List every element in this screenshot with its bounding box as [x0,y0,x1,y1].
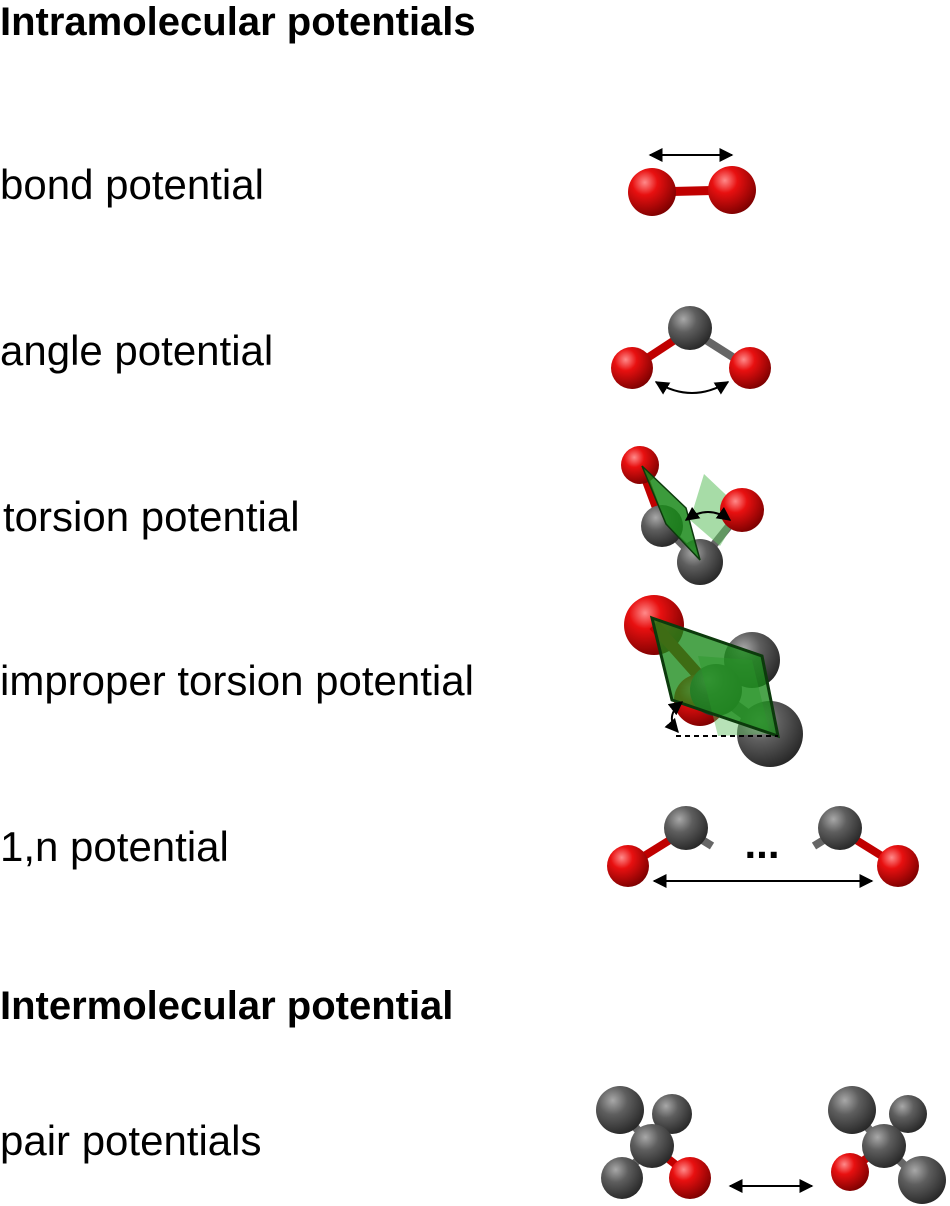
oxygen-atom [708,166,756,214]
angle-arrow [654,381,730,395]
carbon-atom [601,1157,643,1199]
oxygen-atom [611,347,653,389]
torsion-arrow [684,506,732,521]
one-n-molecule: ... [607,806,919,888]
torsion-plane-front [641,465,701,561]
oxygen-atom [831,1153,869,1191]
oxygen-atom [720,488,764,532]
oxygen-atom [607,845,649,887]
angle-potential-label: angle potential [0,327,274,374]
oxygen-atom [729,347,771,389]
angle-molecule [611,306,771,395]
bond-molecule [628,148,756,216]
improper-torsion-molecule [624,595,803,767]
carbon-atom [596,1086,644,1134]
carbon-atom [828,1086,876,1134]
one-n-potential-label: 1,n potential [0,823,229,870]
carbon-atom [630,1124,674,1168]
intramolecular-heading: Intramolecular potentials [0,0,476,44]
carbon-atom [889,1095,927,1133]
carbon-atom [652,1094,692,1134]
pair-potentials-label: pair potentials [0,1117,262,1164]
carbon-atom [818,806,862,850]
intermolecular-heading: Intermolecular potential [0,984,454,1028]
torsion-potential-label: torsion potential [3,493,300,540]
carbon-atom [664,806,708,850]
oxygen-atom [877,845,919,887]
oxygen-atom [628,168,676,216]
bond-potential-label: bond potential [0,161,264,208]
oxygen-atom [669,1157,711,1199]
ellipsis: ... [744,820,779,867]
torsion-molecule [621,446,764,585]
improper-torsion-potential-label: improper torsion potential [0,657,474,704]
carbon-atom [898,1156,946,1204]
carbon-atom [677,539,723,585]
improper-arrow [664,701,684,734]
pair-molecule-right [828,1086,946,1204]
pair-molecule-left [596,1086,711,1199]
carbon-atom [668,306,712,350]
carbon-atom [862,1124,906,1168]
